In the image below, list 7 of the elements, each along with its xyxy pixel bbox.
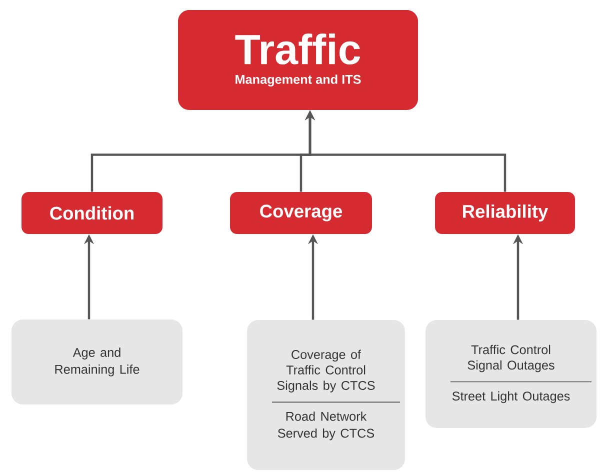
metric-box: Age and Remaining Life <box>12 319 182 404</box>
metric-box: Traffic Control Signal Outages Street Light Outages <box>426 320 596 428</box>
title-box: Traffic Management and ITS <box>178 10 418 110</box>
category-box: Coverage <box>230 192 372 234</box>
metric-box: Coverage of Traffic Control Signals by CTCS Road Network Served by CTCS <box>247 320 405 470</box>
category-box: Reliability <box>435 192 575 234</box>
category-box: Condition <box>22 192 162 234</box>
